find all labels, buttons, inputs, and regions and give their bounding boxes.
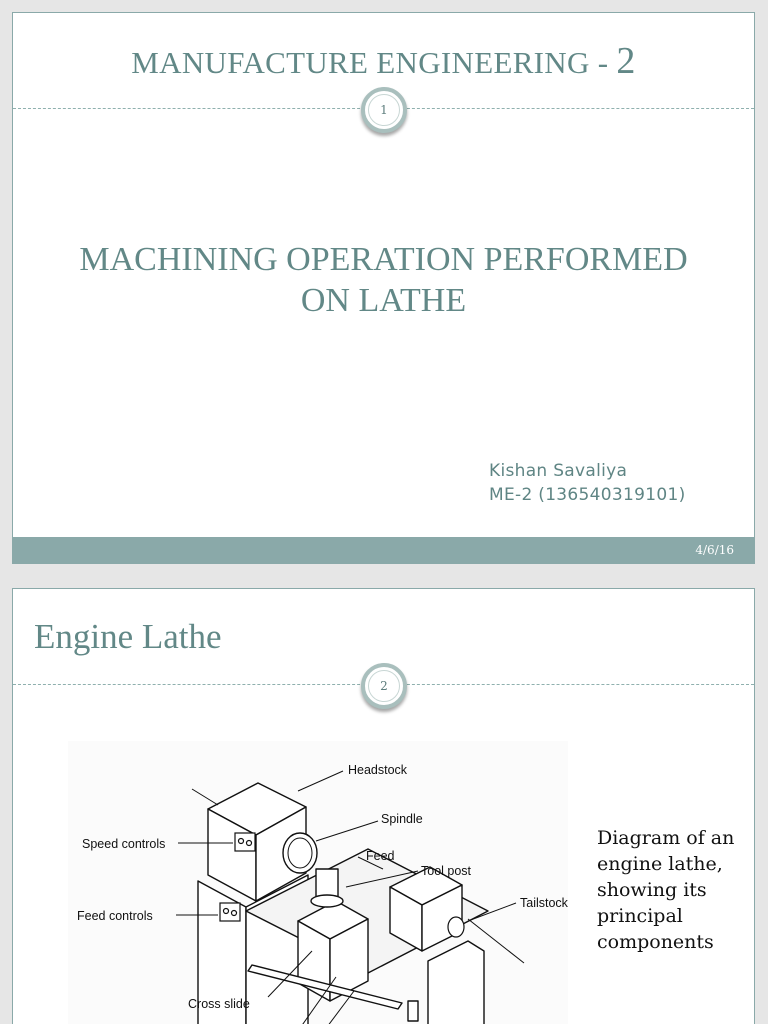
feed-control-box — [219, 902, 241, 922]
slide-1: MANUFACTURE ENGINEERING - 2 1 MACHINING … — [12, 12, 755, 564]
label-tailstock: Tailstock — [520, 896, 568, 910]
title-number: 2 — [616, 40, 636, 82]
right-leg — [427, 940, 485, 1024]
headstock-side — [255, 806, 307, 902]
subtitle-line-1: MACHINING OPERATION PERFORMED — [79, 241, 688, 278]
carriage-side — [329, 918, 369, 1002]
author-id: ME-2 (136540319101) — [489, 485, 686, 505]
author-name: Kishan Savaliya — [489, 461, 628, 481]
slide-2-title: Engine Lathe — [34, 617, 222, 656]
lathe-illustration: Headstock Spindle Speed controls Feed To… — [77, 763, 569, 1024]
page-number-badge: 1 — [361, 87, 407, 133]
label-cross-slide: Cross slide — [188, 997, 250, 1011]
subtitle-line-2: ON LATHE — [300, 282, 467, 319]
slide-2: Engine Lathe 2 — [12, 588, 755, 1024]
label-spindle: Spindle — [381, 812, 423, 826]
diagram-caption: Diagram of an engine lathe, showing its … — [597, 827, 735, 953]
label-feed: Feed — [366, 849, 395, 863]
author-block: Kishan Savaliya ME-2 (136540319101) — [489, 459, 686, 507]
speed-control-box — [234, 832, 256, 852]
footer-band: 4/6/16 — [13, 537, 754, 563]
lead-screw — [247, 964, 403, 1010]
label-headstock: Headstock — [348, 763, 408, 777]
slide-1-subtitle: MACHINING OPERATION PERFORMED ON LATHE — [33, 239, 734, 321]
label-tool-post: Tool post — [421, 864, 472, 878]
label-feed-controls: Feed controls — [77, 909, 153, 923]
title-text: MANUFACTURE ENGINEERING - — [131, 45, 617, 80]
page-number: 1 — [368, 94, 400, 126]
screw-end — [407, 1000, 419, 1022]
slide-1-title: MANUFACTURE ENGINEERING - 2 — [13, 39, 754, 83]
tool-post-base — [310, 894, 344, 908]
engine-lathe-diagram: Headstock Spindle Speed controls Feed To… — [68, 741, 569, 1024]
slide-date: 4/6/16 — [695, 543, 734, 557]
label-speed-controls: Speed controls — [82, 837, 165, 851]
page-number: 2 — [368, 670, 400, 702]
page-number-badge: 2 — [361, 663, 407, 709]
